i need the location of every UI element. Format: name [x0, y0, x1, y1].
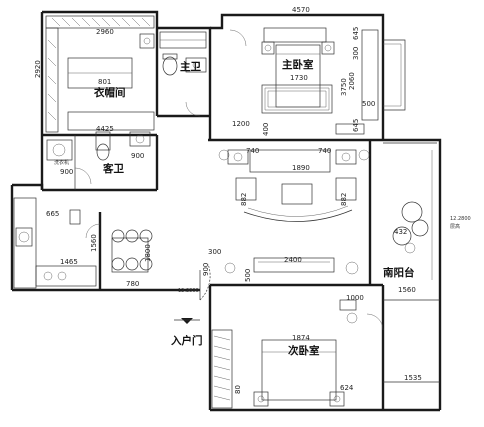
entry-door: [174, 263, 211, 324]
dim-master-side-4: 500: [362, 100, 375, 108]
master-bath-fixtures: [159, 31, 207, 117]
dim-closet-top: 2960: [96, 28, 114, 36]
note-washer: 洗衣机: [54, 159, 69, 166]
dim-bath-3: 900: [60, 168, 73, 176]
dim-entry-1: 300: [208, 248, 221, 256]
dim-kitchen-3: 1560: [90, 234, 98, 252]
dim-closet-side: 2920: [34, 60, 42, 78]
dim-second-2: 624: [340, 384, 354, 392]
dim-master-width: 4570: [292, 6, 310, 14]
dim-second-4: 1535: [404, 374, 422, 382]
dim-bath-1: 4425: [96, 125, 114, 133]
dim-master-side-1: 3750: [340, 78, 348, 96]
dim-kitchen-2: 1465: [60, 258, 78, 266]
dim-master-side-3: 300: [352, 47, 360, 60]
dim-master-side-7: 400: [262, 123, 270, 136]
second-bedroom-furniture: [211, 299, 384, 409]
walls: [10, 10, 442, 412]
entry-arrow-icon: [181, 318, 193, 324]
dim-living-5: 882: [340, 193, 348, 206]
dim-master-side-5: 645: [352, 27, 360, 40]
room-label-master-bedroom: 主卧室: [282, 58, 314, 71]
dim-tv-1: 500: [244, 269, 252, 282]
living-room-furniture: [218, 149, 370, 275]
cloakroom-furniture: [45, 15, 155, 133]
dim-kitchen-1: 665: [46, 210, 59, 218]
dim-balcony-2: 1560: [398, 286, 416, 294]
room-label-entrance: 入户门: [171, 334, 203, 347]
dim-second-1: 1874: [292, 334, 310, 342]
dim-kitchen-4: 780: [126, 280, 139, 288]
dim-tv-wall: 2400: [284, 256, 302, 264]
dim-second-3: 80: [234, 385, 242, 394]
balcony-furniture: [392, 150, 433, 280]
dining-table: [111, 229, 153, 273]
dim-dining-1: 1800: [144, 244, 152, 262]
dimension-labels: 4570 2960 2920 801 1730 1200 3750 2060 3…: [34, 6, 422, 394]
dim-living-4: 882: [240, 193, 248, 206]
dim-closet-mid: 801: [98, 78, 111, 86]
room-label-master-bath: 主卫: [180, 60, 201, 73]
note-right-2: 层高: [450, 223, 460, 230]
dim-bath-2: 900: [131, 152, 144, 160]
dim-entry-2: 900: [202, 263, 210, 276]
room-label-second-bedroom: 次卧室: [288, 344, 320, 357]
dim-living-1: 740: [246, 147, 259, 155]
dim-master-bed: 1730: [290, 74, 308, 82]
dim-balcony-1: 432: [394, 228, 407, 236]
master-bedroom-furniture: [229, 27, 379, 135]
dim-master-side-2: 2060: [348, 72, 356, 90]
note-top: 12.2800: [178, 288, 199, 294]
guest-bath-fixtures: [46, 131, 151, 185]
note-right-1: 12.2800: [450, 216, 471, 222]
small-notes: 洗衣机 12.2800 12.2800 层高: [54, 159, 471, 294]
dim-living-3: 1890: [292, 164, 310, 172]
room-label-cloakroom: 衣帽间: [94, 86, 126, 99]
room-label-guest-bath: 客卫: [102, 162, 124, 175]
dim-living-2: 740: [318, 147, 331, 155]
room-label-south-balcony: 南阳台: [383, 266, 415, 279]
kitchen-fixtures: [13, 197, 101, 289]
dim-master-side-6: 645: [352, 119, 360, 132]
dim-master-left: 1200: [232, 120, 250, 128]
dim-bath-4: 1000: [346, 294, 364, 302]
